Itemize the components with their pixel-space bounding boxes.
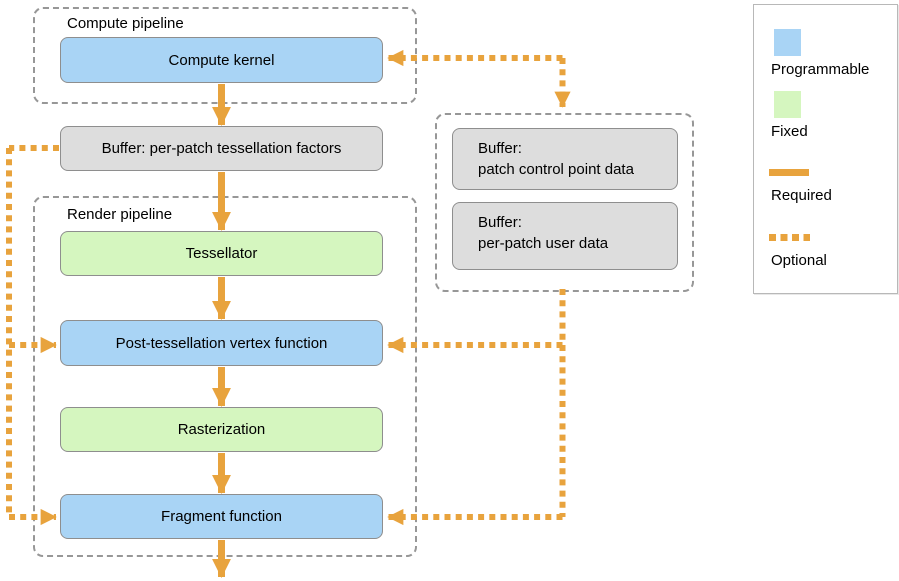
compute-pipeline-label: Compute pipeline	[67, 15, 184, 32]
legend-optional-label: Optional	[771, 252, 827, 269]
node-rasterization: Rasterization	[60, 407, 383, 452]
node-post-tess-vertex-function: Post-tessellation vertex function	[60, 320, 383, 366]
render-pipeline-label: Render pipeline	[67, 206, 173, 223]
legend-programmable-label: Programmable	[771, 61, 870, 78]
node-tessellator: Tessellator	[60, 231, 383, 276]
render-pipeline-group: Render pipeline	[33, 196, 417, 557]
legend-required-line	[769, 169, 809, 176]
legend: Programmable Fixed Required Optional	[753, 4, 898, 294]
node-compute-kernel: Compute kernel	[60, 37, 383, 83]
node-tess-factors-buffer: Buffer: per-patch tessellation factors	[60, 126, 383, 171]
legend-required-label: Required	[771, 187, 832, 204]
legend-programmable-swatch	[774, 29, 801, 56]
node-per-patch-user-buffer: Buffer: per-patch user data	[452, 202, 678, 270]
legend-optional-line	[769, 234, 810, 241]
legend-fixed-swatch	[774, 91, 801, 118]
node-patch-control-point-buffer: Buffer: patch control point data	[452, 128, 678, 190]
legend-fixed-label: Fixed	[771, 123, 808, 140]
node-fragment-function: Fragment function	[60, 494, 383, 539]
